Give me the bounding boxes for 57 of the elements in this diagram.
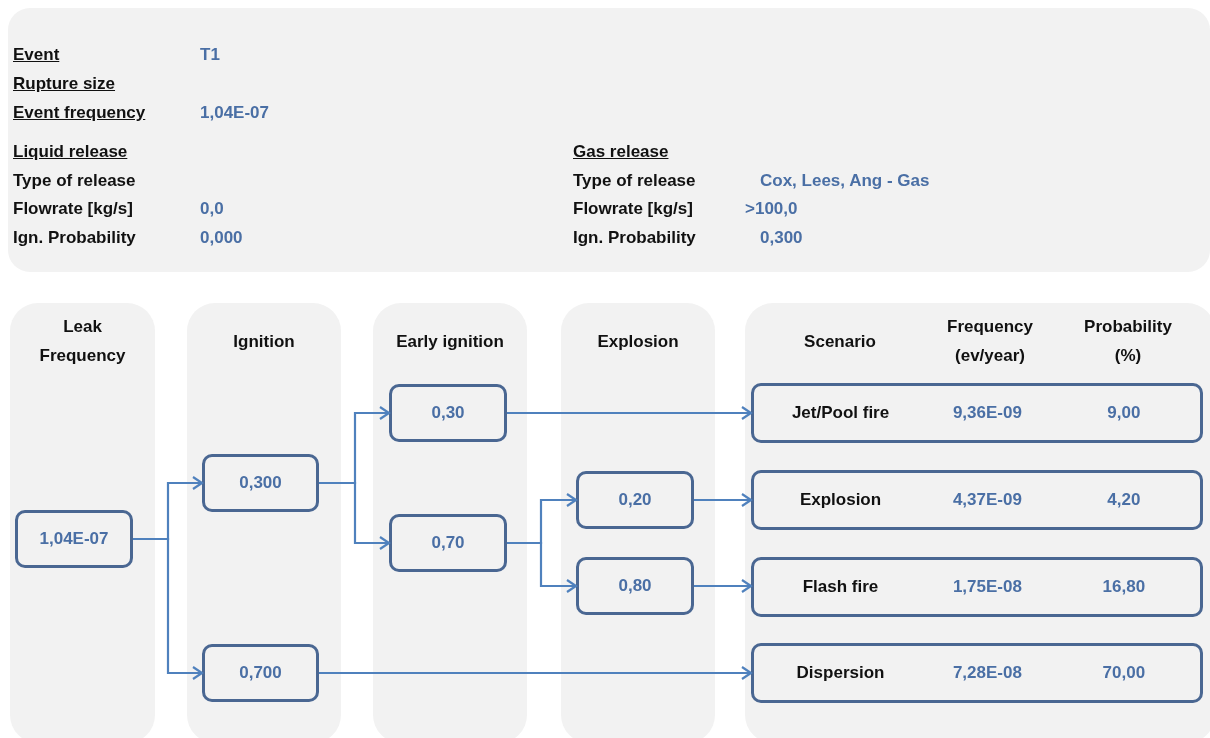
field-label: Type of release [13, 170, 136, 192]
stage-column [561, 303, 715, 738]
probability-box: 0,700 [202, 644, 319, 702]
value-text: 1,75E-08 [951, 576, 1023, 599]
column-heading: Explosion [596, 330, 680, 353]
scenario-row [751, 470, 1203, 530]
scenario-name: Jet/Pool fire [790, 402, 891, 425]
probability-box: 0,80 [576, 557, 694, 615]
stage-column [745, 303, 1210, 738]
probability-box: 0,70 [389, 514, 507, 572]
field-label: Ign. Probability [573, 227, 696, 249]
scenario-row [751, 557, 1203, 617]
value-text: 0,0 [200, 198, 224, 220]
field-label: Ign. Probability [13, 227, 136, 249]
scenario-name: Explosion [798, 489, 883, 512]
value-text: 16,80 [1101, 576, 1147, 599]
probability-box: 0,30 [389, 384, 507, 442]
column-heading: Scenario [803, 330, 877, 353]
section-heading: Event [13, 44, 60, 66]
arrow [694, 578, 753, 594]
value-text: 4,37E-09 [951, 489, 1023, 512]
value-text: 0,000 [200, 227, 243, 249]
scenario-row [751, 383, 1203, 443]
column-heading: Probability (%) [1083, 316, 1173, 367]
section-heading: Gas release [573, 141, 669, 163]
value-text: 1,04E-07 [200, 102, 269, 124]
probability-box: 0,300 [202, 454, 319, 512]
field-label: Flowrate [kg/s] [573, 198, 693, 220]
column-heading: Ignition [232, 330, 296, 353]
arrow [319, 665, 753, 681]
value-text: Cox, Lees, Ang - Gas [760, 170, 930, 192]
stage-column [373, 303, 527, 738]
value-text: 9,00 [1106, 402, 1142, 425]
section-heading: Event frequency [13, 102, 146, 124]
field-label: Type of release [573, 170, 696, 192]
scenario-name: Flash fire [801, 576, 880, 599]
stage-column [10, 303, 155, 738]
value-text: 4,20 [1106, 489, 1142, 512]
value-text: 70,00 [1101, 662, 1147, 685]
section-heading: Rupture size [13, 73, 116, 95]
arrow [694, 492, 753, 508]
probability-box: 0,20 [576, 471, 694, 529]
probability-box: 1,04E-07 [15, 510, 133, 568]
column-heading: Frequency (ev/year) [946, 316, 1034, 367]
value-text: >100,0 [745, 198, 798, 220]
value-text: 0,300 [760, 227, 803, 249]
value-text: 9,36E-09 [951, 402, 1023, 425]
stage-column [187, 303, 341, 738]
value-text: 7,28E-08 [951, 662, 1023, 685]
value-text: T1 [200, 44, 220, 66]
section-heading: Liquid release [13, 141, 128, 163]
column-heading: Early ignition [395, 330, 505, 353]
column-heading: Leak Frequency [38, 316, 127, 367]
field-label: Flowrate [kg/s] [13, 198, 133, 220]
scenario-row [751, 643, 1203, 703]
scenario-name: Dispersion [795, 662, 886, 685]
arrow [507, 405, 753, 421]
